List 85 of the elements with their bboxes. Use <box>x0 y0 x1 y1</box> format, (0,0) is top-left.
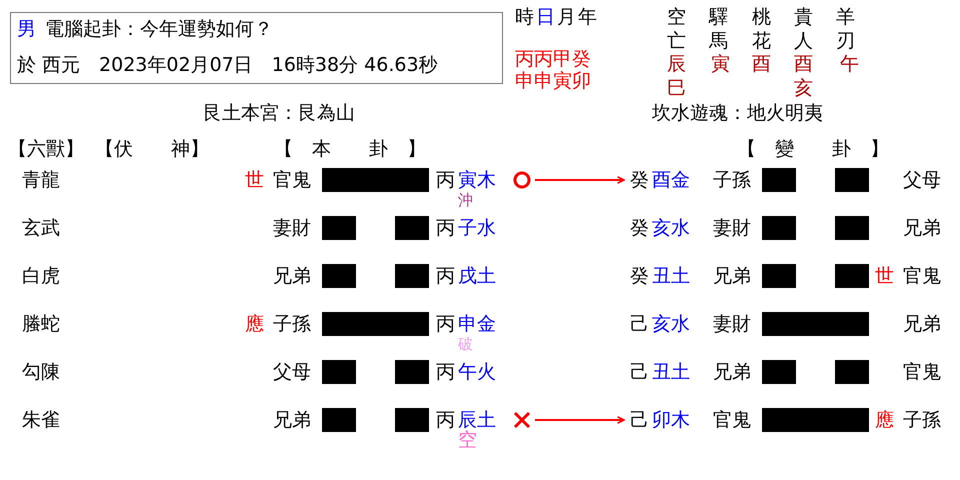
text-label: 己 <box>630 312 649 336</box>
text-label: 寅 <box>711 52 730 76</box>
text-label: 丙丙甲癸 <box>515 47 591 71</box>
text-label: 玄武 <box>22 216 60 240</box>
text-label: 丙 <box>436 168 455 192</box>
text-label: 癸 <box>630 216 649 240</box>
text-label: 妻財 <box>713 216 751 240</box>
text-label: 妻財 <box>713 312 751 336</box>
text-label: 戌土 <box>458 264 496 288</box>
text-label: 亥水 <box>652 216 690 240</box>
text-label: 【六獸】 <box>8 137 84 161</box>
text-label: 父母 <box>273 360 311 384</box>
text-label: 己 <box>630 408 649 432</box>
text-label: 子水 <box>458 216 496 240</box>
text-label: 螣蛇 <box>22 312 60 336</box>
text-label: 世 <box>245 168 264 192</box>
text-label: 丙 <box>436 408 455 432</box>
text-label: 父母 <box>903 168 941 192</box>
text-label: 兄弟 <box>903 216 941 240</box>
text-label: 男 <box>17 17 36 41</box>
arrow <box>535 416 625 424</box>
text-label: 艮土本宮：艮為山 <box>203 101 355 125</box>
arrow <box>535 176 625 184</box>
text-label: 丙 <box>436 216 455 240</box>
text-label: 癸 <box>630 264 649 288</box>
text-label: 【 變 卦 】 <box>737 137 889 161</box>
text-label: 於 西元 2023年02月07日 16時38分 46.63秒 <box>17 53 438 77</box>
text-label: 空亡 <box>667 5 686 53</box>
text-label: 時 <box>515 5 534 29</box>
text-label: 兄弟 <box>713 360 751 384</box>
text-label: 申申寅卯 <box>515 69 591 93</box>
text-label: 破 <box>458 334 473 355</box>
text-label: 亥水 <box>652 312 690 336</box>
text-label: 酉金 <box>652 168 690 192</box>
text-label: 寅木 <box>458 168 496 192</box>
text-label: 午火 <box>458 360 496 384</box>
text-label: 【伏 神】 <box>95 137 209 161</box>
text-label: 沖 <box>458 190 473 211</box>
text-label: 應 <box>245 312 264 336</box>
text-label: 癸 <box>630 168 649 192</box>
text-label: 白虎 <box>22 264 60 288</box>
text-label: 朱雀 <box>22 408 60 432</box>
circle-icon <box>513 171 531 189</box>
text-label: 勾陳 <box>22 360 60 384</box>
text-label: 兄弟 <box>903 312 941 336</box>
text-label: 妻財 <box>273 216 311 240</box>
text-label: 子孫 <box>903 408 941 432</box>
cross-icon <box>513 411 531 429</box>
text-label: 午 <box>840 52 859 76</box>
text-label: 官鬼 <box>903 360 941 384</box>
text-label: 年 <box>578 5 597 29</box>
text-label: 官鬼 <box>713 408 751 432</box>
text-label: 應 <box>875 408 894 432</box>
text-label: 申金 <box>458 312 496 336</box>
text-label: 辰巳 <box>667 52 686 100</box>
text-label: 丑土 <box>652 360 690 384</box>
text-label: 驛馬 <box>709 5 728 53</box>
text-label: 【 本 卦 】 <box>274 137 426 161</box>
text-label: 貴人 <box>794 5 813 53</box>
text-label: 世 <box>875 264 894 288</box>
text-label: 坎水遊魂：地火明夷 <box>652 101 823 125</box>
text-label: 官鬼 <box>903 264 941 288</box>
text-label: 青龍 <box>22 168 60 192</box>
text-label: 子孫 <box>713 168 751 192</box>
text-label: 酉 <box>752 52 771 76</box>
text-label: 兄弟 <box>713 264 751 288</box>
text-label: 桃花 <box>752 5 771 53</box>
text-label: 官鬼 <box>273 168 311 192</box>
text-label: 月 <box>557 5 576 29</box>
text-label: 丙 <box>436 312 455 336</box>
text-label: 己 <box>630 360 649 384</box>
text-label: 兄弟 <box>273 264 311 288</box>
text-label: 辰土 <box>458 408 496 431</box>
text-label: 丙 <box>436 264 455 288</box>
text-label: 子孫 <box>273 312 311 336</box>
text-label: 兄弟 <box>273 408 311 432</box>
header-box <box>10 12 503 84</box>
text-label: 卯木 <box>652 408 690 432</box>
text-label: 羊刃 <box>836 5 855 53</box>
text-label: 丙 <box>436 360 455 384</box>
text-label: 電腦起卦：今年運勢如何？ <box>45 17 273 41</box>
text-label: 丑土 <box>652 264 690 288</box>
text-label: 日 <box>536 5 555 29</box>
text-label: 空 <box>458 428 477 452</box>
text-label: 酉亥 <box>794 52 813 100</box>
